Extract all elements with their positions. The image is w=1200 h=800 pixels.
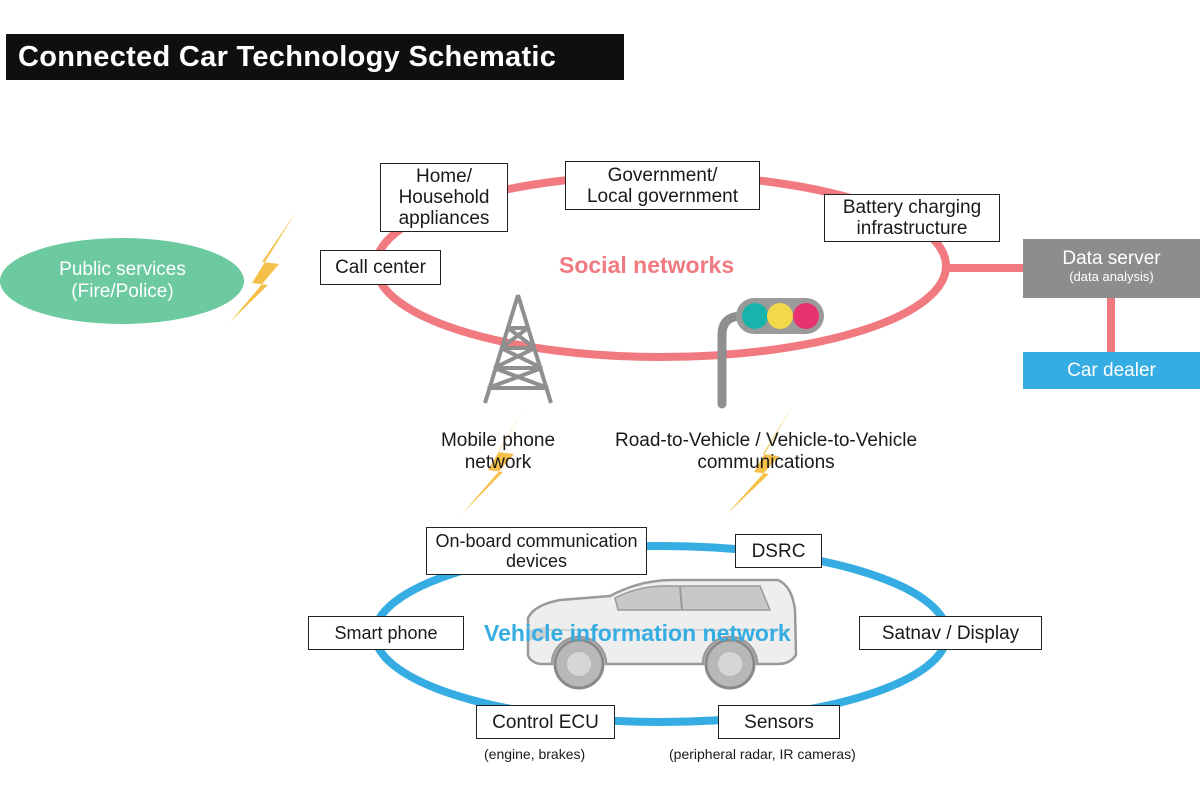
car-dealer-box: Car dealer — [1023, 352, 1200, 389]
node-smart-phone: Smart phone — [308, 616, 464, 650]
node-satnav-display: Satnav / Display — [859, 616, 1042, 650]
node-battery-charging: Battery charging infrastructure — [824, 194, 1000, 242]
node-sensors: Sensors — [718, 705, 840, 739]
vehicle-network-label: Vehicle information network — [484, 620, 791, 646]
cell-tower-icon — [483, 294, 553, 404]
sensors-note: (peripheral radar, IR cameras) — [669, 746, 856, 762]
road-vehicle-label: Road-to-Vehicle / Vehicle-to-Vehicle com… — [614, 430, 918, 473]
social-network-label: Social networks — [559, 252, 735, 278]
data-server-subtitle: (data analysis) — [1069, 269, 1154, 284]
public-services-label: Public services (Fire/Police) — [59, 259, 186, 302]
ecu-note: (engine, brakes) — [484, 746, 586, 762]
page-title: Connected Car Technology Schematic — [6, 34, 624, 80]
mobile-network-label: Mobile phone network — [440, 430, 556, 473]
lightning-bolt-icon — [727, 405, 793, 514]
node-call-center: Call center — [320, 250, 441, 285]
lightning-bolt-icon — [462, 402, 528, 514]
node-onboard-devices: On-board communication devices — [426, 527, 647, 575]
node-government: Government/ Local government — [565, 161, 760, 210]
node-home-appliances: Home/ Household appliances — [380, 163, 508, 232]
suv-car-icon — [526, 578, 798, 690]
data-server-box: Data server (data analysis) — [1023, 239, 1200, 298]
lightning-bolt-icon — [230, 212, 296, 322]
public-services-ellipse — [0, 238, 244, 324]
node-control-ecu: Control ECU — [476, 705, 615, 739]
data-server-title: Data server — [1062, 248, 1161, 269]
traffic-light-icon — [717, 298, 824, 409]
node-dsrc: DSRC — [735, 534, 822, 568]
